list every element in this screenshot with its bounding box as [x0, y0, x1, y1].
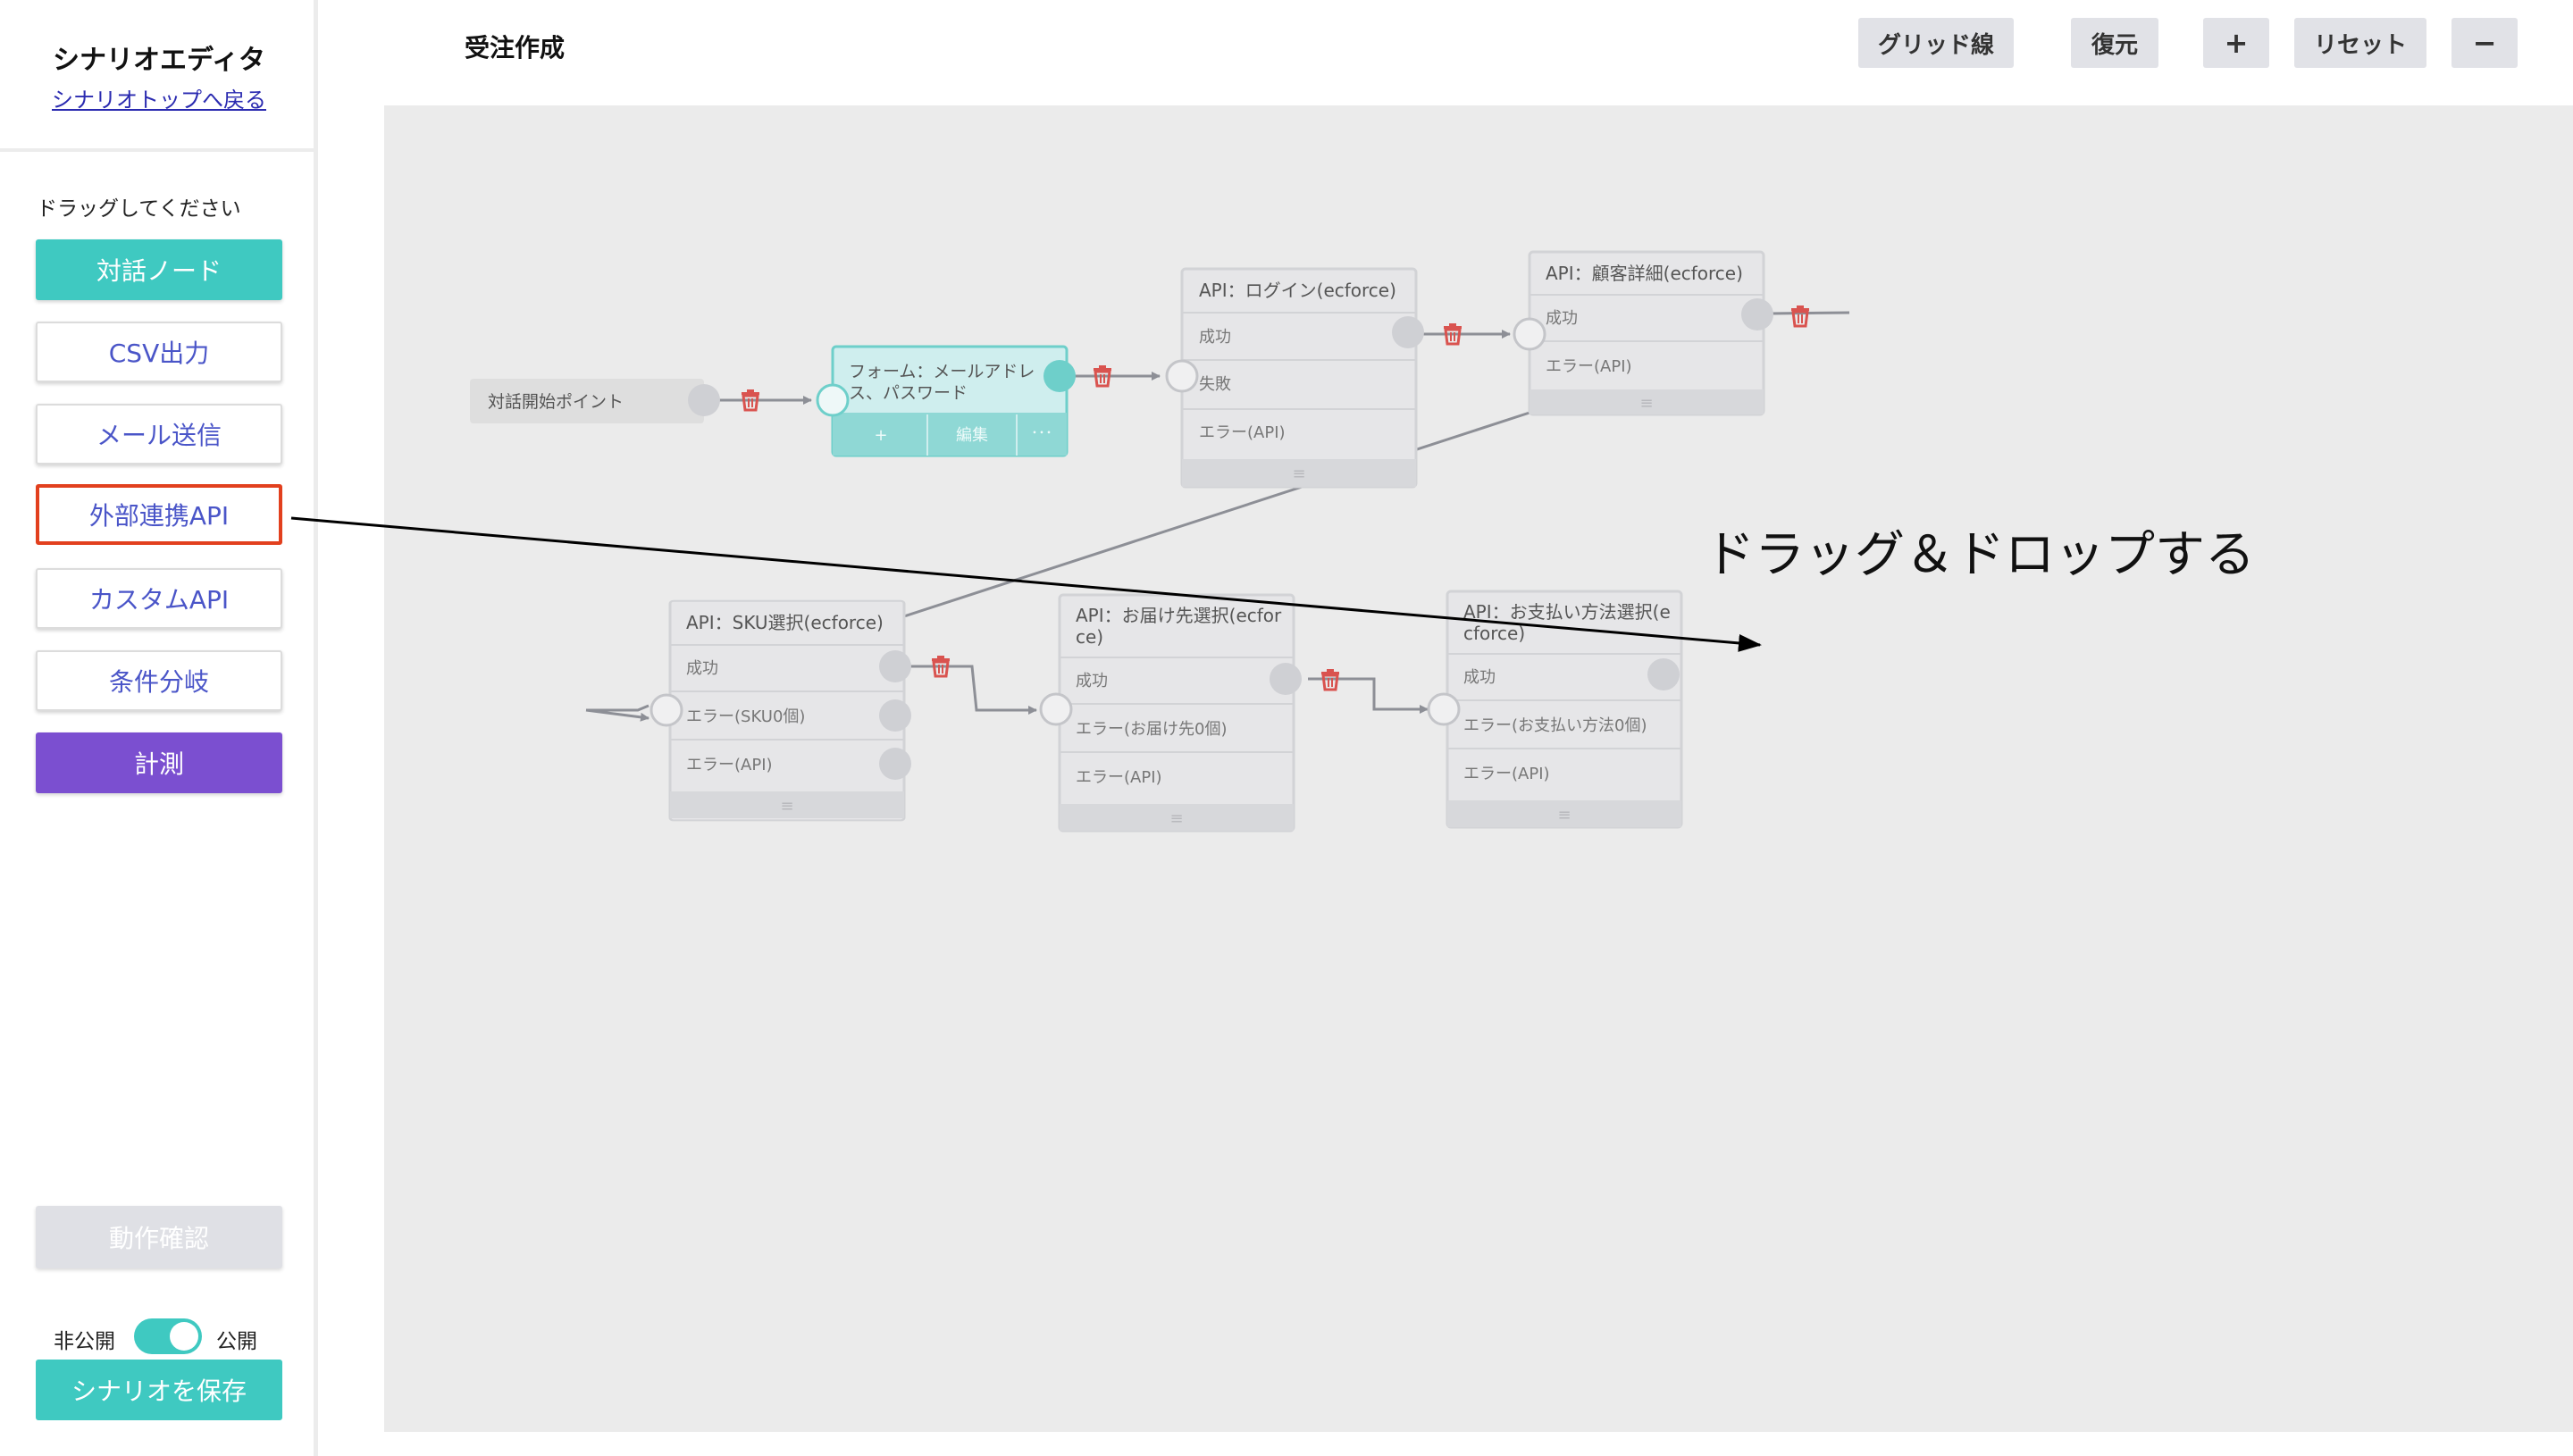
tool-condition-branch[interactable]: 条件分岐: [36, 650, 282, 711]
sku-output-error-api: エラー(API): [686, 756, 773, 774]
payment-output-success: 成功: [1463, 668, 1496, 687]
sidebar-divider: [0, 148, 314, 152]
form-title-1: フォーム：メールアドレ: [849, 362, 1035, 381]
handle-icon: ≡: [1292, 464, 1305, 483]
form-title-2: ス、パスワード: [849, 383, 968, 403]
handle-icon: ≡: [1169, 809, 1183, 828]
form-edit-button: 編集: [956, 426, 988, 445]
login-output-fail: 失敗: [1199, 375, 1231, 394]
verify-button[interactable]: 動作確認: [36, 1206, 282, 1268]
public-label: 公開: [216, 1330, 257, 1353]
flow-diagram: 対話開始ポイント フォーム：メールアドレ ス、パスワード + 編集 ･･･ AP…: [470, 250, 1850, 833]
tool-csv-output[interactable]: CSV出力: [36, 322, 282, 382]
sku-output-error-sku: エラー(SKU0個): [686, 707, 805, 726]
sidebar: シナリオエディタ シナリオトップへ戻る ドラッグしてください 対話ノード CSV…: [0, 0, 318, 1456]
payment-title-1: API：お支払い方法選択(e: [1463, 601, 1671, 623]
delivery-title-1: API：お届け先選択(ecfor: [1076, 605, 1282, 626]
node-api-customer[interactable]: API：顧客詳細(ecforce) 成功 エラー(API) ≡: [1513, 250, 1773, 416]
tool-external-api[interactable]: 外部連携API: [36, 484, 282, 545]
customer-output-error: エラー(API): [1546, 357, 1632, 376]
form-add-icon: +: [874, 426, 887, 445]
login-title: API：ログイン(ecforce): [1199, 280, 1396, 301]
grid-lines-button[interactable]: グリッド線: [1858, 18, 2014, 68]
node-api-delivery[interactable]: API：お届け先選択(ecfor ce) 成功 エラー(お届け先0個) エラー(…: [1039, 593, 1302, 833]
handle-icon: ≡: [1557, 806, 1571, 824]
delivery-output-error-api: エラー(API): [1076, 768, 1162, 787]
private-label: 非公開: [54, 1330, 115, 1353]
node-api-payment[interactable]: API：お支払い方法選択(e cforce) 成功 エラー(お支払い方法0個) …: [1427, 590, 1683, 829]
reset-button[interactable]: リセット: [2294, 18, 2426, 68]
payment-output-error-none: エラー(お支払い方法0個): [1463, 716, 1647, 735]
handle-icon: ≡: [1639, 394, 1653, 413]
customer-output-success: 成功: [1546, 309, 1578, 328]
node-start[interactable]: 対話開始ポイント: [470, 379, 720, 423]
tool-measurement[interactable]: 計測: [36, 732, 282, 793]
start-node-label: 対話開始ポイント: [488, 392, 624, 412]
visibility-toggle[interactable]: [134, 1318, 202, 1354]
sku-title: API：SKU選択(ecforce): [686, 612, 884, 633]
scenario-name: 受注作成: [465, 33, 566, 63]
handle-icon: ≡: [780, 797, 793, 816]
app-title: シナリオエディタ: [53, 45, 265, 76]
delivery-output-error-none: エラー(お届け先0個): [1076, 720, 1228, 739]
drag-drop-annotation: ドラッグ＆ドロップする: [1705, 526, 2255, 584]
visibility-toggle-row: 非公開 公開: [0, 1317, 318, 1356]
node-api-login[interactable]: API：ログイン(ecforce) 成功 失敗 エラー(API) ≡: [1165, 267, 1424, 489]
tool-custom-api[interactable]: カスタムAPI: [36, 568, 282, 629]
payment-title-2: cforce): [1463, 623, 1525, 644]
restore-button[interactable]: 復元: [2071, 18, 2158, 68]
form-more-icon: ･･･: [1031, 424, 1052, 441]
tool-mail-send[interactable]: メール送信: [36, 404, 282, 464]
zoom-in-button[interactable]: +: [2203, 18, 2269, 68]
login-output-error: エラー(API): [1199, 423, 1286, 442]
save-scenario-button[interactable]: シナリオを保存: [36, 1360, 282, 1420]
toggle-knob: [170, 1322, 198, 1351]
zoom-out-button[interactable]: −: [2451, 18, 2518, 68]
drag-hint: ドラッグしてください: [37, 197, 241, 221]
payment-output-error-api: エラー(API): [1463, 765, 1550, 783]
customer-title: API：顧客詳細(ecforce): [1546, 263, 1743, 284]
trash-icon: [1789, 304, 1811, 328]
flow-canvas[interactable]: 対話開始ポイント フォーム：メールアドレ ス、パスワード + 編集 ･･･ AP…: [384, 105, 2573, 1432]
login-output-success: 成功: [1199, 328, 1231, 347]
delivery-title-2: ce): [1076, 626, 1103, 648]
delivery-output-success: 成功: [1076, 672, 1108, 690]
back-to-top-link[interactable]: シナリオトップへ戻る: [52, 88, 266, 113]
tool-dialog-node[interactable]: 対話ノード: [36, 239, 282, 300]
node-form[interactable]: フォーム：メールアドレ ス、パスワード + 編集 ･･･: [816, 345, 1076, 457]
sku-output-success: 成功: [686, 659, 718, 678]
